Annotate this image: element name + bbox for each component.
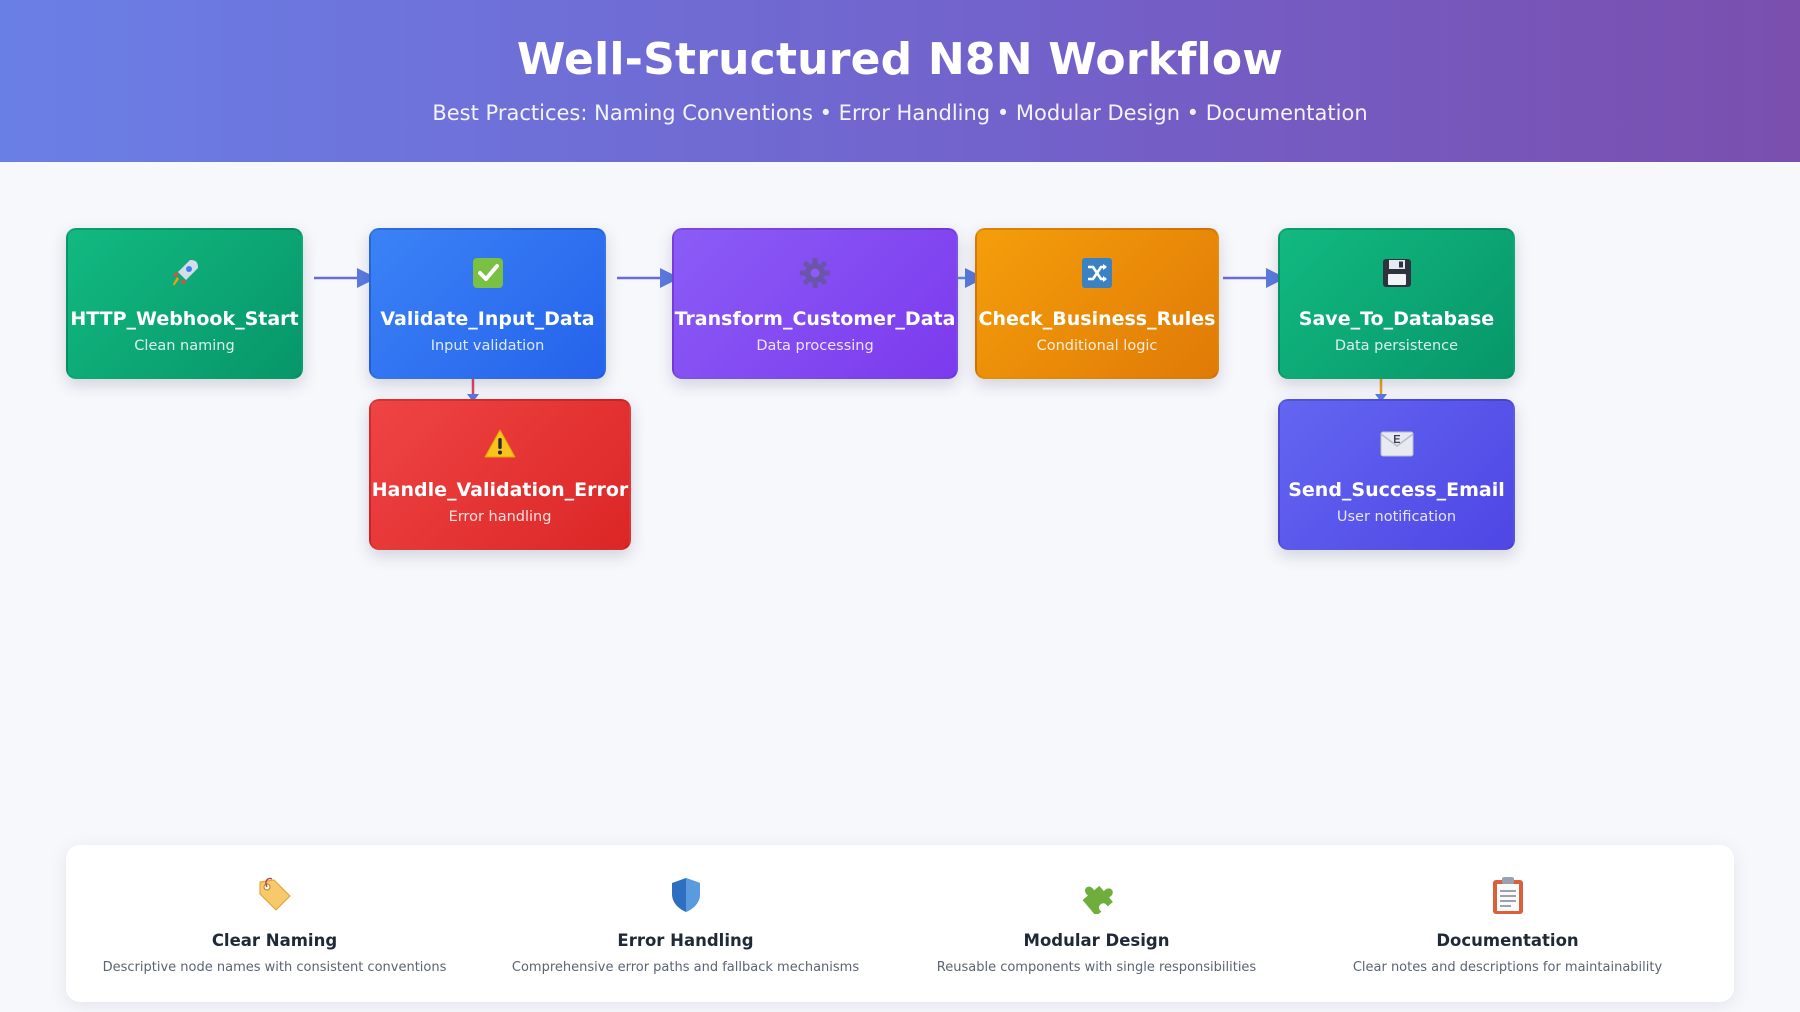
practice-error-handling: Error Handling Comprehensive error paths… (477, 845, 894, 1002)
practice-title: Error Handling (617, 931, 754, 950)
page-title: Well-Structured N8N Workflow (516, 34, 1284, 85)
node-name: Transform_Customer_Data (674, 308, 956, 330)
check-box-icon (371, 256, 604, 290)
practice-modular-design: Modular Design Reusable components with … (888, 845, 1305, 1002)
node-handle-validation-error[interactable]: Handle_Validation_Error Error handling (369, 399, 631, 550)
node-name: Validate_Input_Data (380, 308, 595, 330)
node-name: Send_Success_Email (1288, 479, 1505, 501)
practice-title: Clear Naming (211, 931, 338, 950)
node-name: Save_To_Database (1298, 308, 1495, 330)
node-name: Check_Business_Rules (978, 308, 1216, 330)
node-save-to-database[interactable]: Save_To_Database Data persistence (1278, 228, 1515, 379)
warning-icon (371, 427, 629, 461)
node-name: Handle_Validation_Error (371, 479, 629, 501)
node-name: HTTP_Webhook_Start (70, 308, 299, 330)
rocket-icon (68, 256, 301, 290)
node-validate-input-data[interactable]: Validate_Input_Data Input validation (369, 228, 606, 379)
node-description: Conditional logic (1036, 338, 1158, 354)
node-description: Data processing (756, 338, 874, 354)
node-check-business-rules[interactable]: Check_Business_Rules Conditional logic (975, 228, 1219, 379)
shield-icon (477, 875, 894, 915)
practice-documentation: Documentation Clear notes and descriptio… (1299, 845, 1716, 1002)
gear-icon (674, 256, 956, 290)
envelope-icon (1280, 427, 1513, 461)
node-description: Data persistence (1334, 338, 1459, 354)
practice-description: Comprehensive error paths and fallback m… (511, 960, 860, 975)
node-transform-customer-data[interactable]: Transform_Customer_Data Data processing (672, 228, 958, 379)
practice-title: Modular Design (1023, 931, 1170, 950)
shuffle-icon (977, 256, 1217, 290)
node-description: Clean naming (134, 338, 235, 354)
clipboard-icon (1299, 875, 1716, 915)
best-practices-panel: Clear Naming Descriptive node names with… (66, 845, 1734, 1002)
practice-description: Clear notes and descriptions for maintai… (1352, 960, 1663, 975)
node-description: Error handling (448, 509, 552, 525)
practice-title: Documentation (1436, 931, 1579, 950)
header: Well-Structured N8N Workflow Best Practi… (0, 0, 1800, 162)
practice-description: Descriptive node names with consistent c… (102, 960, 447, 975)
node-send-success-email[interactable]: Send_Success_Email User notification (1278, 399, 1515, 550)
puzzle-icon (888, 875, 1305, 915)
page-subtitle: Best Practices: Naming Conventions • Err… (432, 101, 1368, 125)
node-http-webhook-start[interactable]: HTTP_Webhook_Start Clean naming (66, 228, 303, 379)
node-description: Input validation (430, 338, 545, 354)
floppy-disk-icon (1280, 256, 1513, 290)
practice-clear-naming: Clear Naming Descriptive node names with… (66, 845, 483, 1002)
node-description: User notification (1336, 509, 1457, 525)
tag-icon (66, 875, 483, 915)
practice-description: Reusable components with single responsi… (936, 960, 1257, 975)
